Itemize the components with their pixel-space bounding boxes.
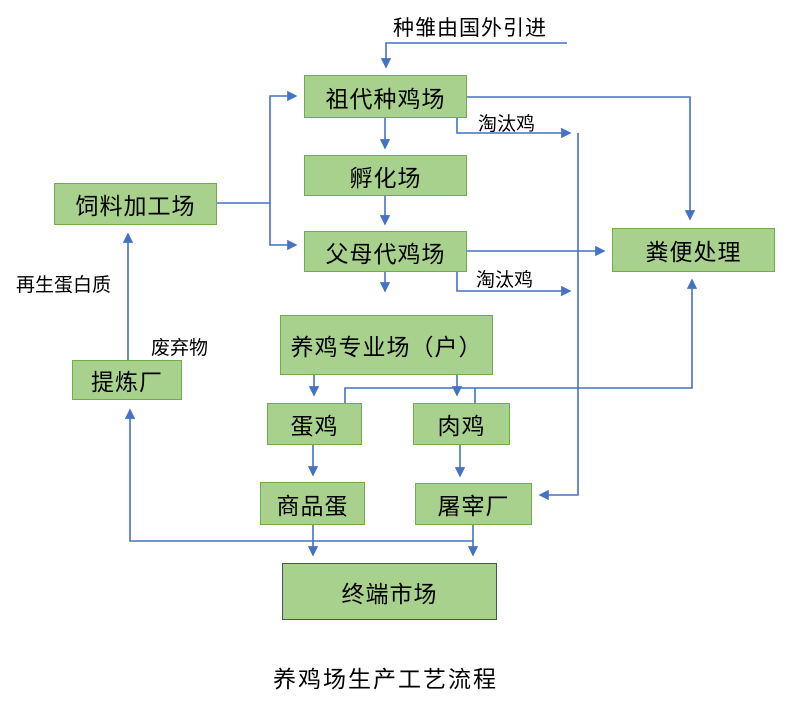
- label-culled-chicken-1: 淘汰鸡: [478, 113, 536, 135]
- edge-taotai1-to-collector: [456, 113, 572, 139]
- node-grandparent-breeder-farm: 祖代种鸡场: [304, 75, 467, 118]
- node-parent-breeder-farm: 父母代鸡场: [304, 231, 467, 272]
- edge-waste-to-tilian: [124, 408, 473, 542]
- label-waste: 废弃物: [151, 337, 209, 359]
- edge-zudai-to-fenbian-top: [467, 96, 696, 221]
- node-refinery: 提炼厂: [72, 360, 182, 400]
- node-chicken-farm-household: 养鸡专业场（户）: [280, 315, 493, 375]
- edge-collector-to-tuzai: [538, 133, 579, 501]
- edge-import-to-zudai: [380, 42, 567, 69]
- node-feed-processing-plant: 饲料加工场: [54, 183, 217, 225]
- node-slaughterhouse: 屠宰厂: [415, 483, 532, 525]
- label-imported-chicks: 种雏由国外引进: [393, 16, 547, 40]
- edge-manure-to-fenbian-bottom: [344, 278, 698, 403]
- label-regenerated-protein: 再生蛋白质: [16, 274, 112, 296]
- edge-taotai2-to-collector: [456, 272, 572, 297]
- diagram-title: 养鸡场生产工艺流程: [273, 667, 498, 693]
- node-broilers: 肉鸡: [413, 403, 510, 445]
- edge-siliao-to-zudai: [269, 90, 298, 203]
- node-terminal-market: 终端市场: [282, 563, 497, 620]
- edge-siliao-to-fumu: [269, 203, 298, 251]
- node-hatchery: 孵化场: [304, 155, 467, 196]
- node-commercial-eggs: 商品蛋: [260, 482, 365, 525]
- label-culled-chicken-2: 淘汰鸡: [476, 269, 534, 291]
- node-laying-hens: 蛋鸡: [267, 403, 362, 445]
- node-manure-treatment: 粪便处理: [612, 228, 775, 272]
